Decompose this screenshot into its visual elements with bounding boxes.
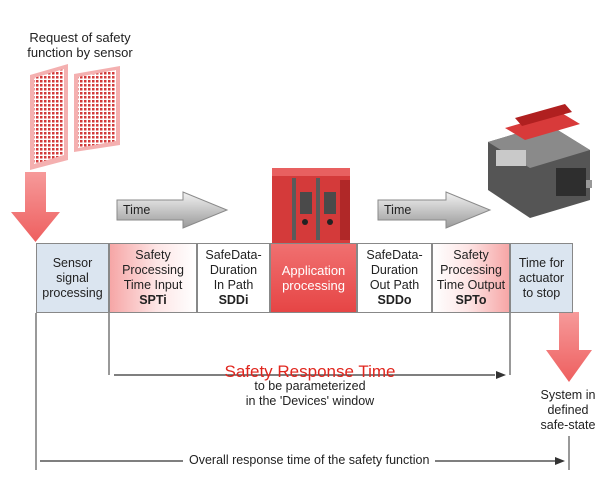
- time-label-1: Time: [123, 203, 151, 217]
- time-arrow-1: [116, 191, 229, 229]
- time-label-2: Time: [384, 203, 412, 217]
- time-arrow-2: [377, 191, 492, 229]
- safe-state-down-arrow: [546, 312, 592, 382]
- system-safe-state-label: System in defined safe-state: [540, 388, 596, 432]
- overall-response-label: Overall response time of the safety func…: [183, 453, 436, 467]
- request-label: Request of safety function by sensor: [27, 30, 133, 60]
- drive-actuator-icon: [488, 104, 592, 218]
- request-down-arrow: [11, 172, 60, 242]
- safety-response-time: Safety Response Time to be parameterized…: [190, 362, 430, 409]
- safety-response-title: Safety Response Time: [224, 362, 396, 381]
- light-curtain-sensor-icon: [30, 64, 120, 170]
- safety-controller-icon: [272, 168, 350, 244]
